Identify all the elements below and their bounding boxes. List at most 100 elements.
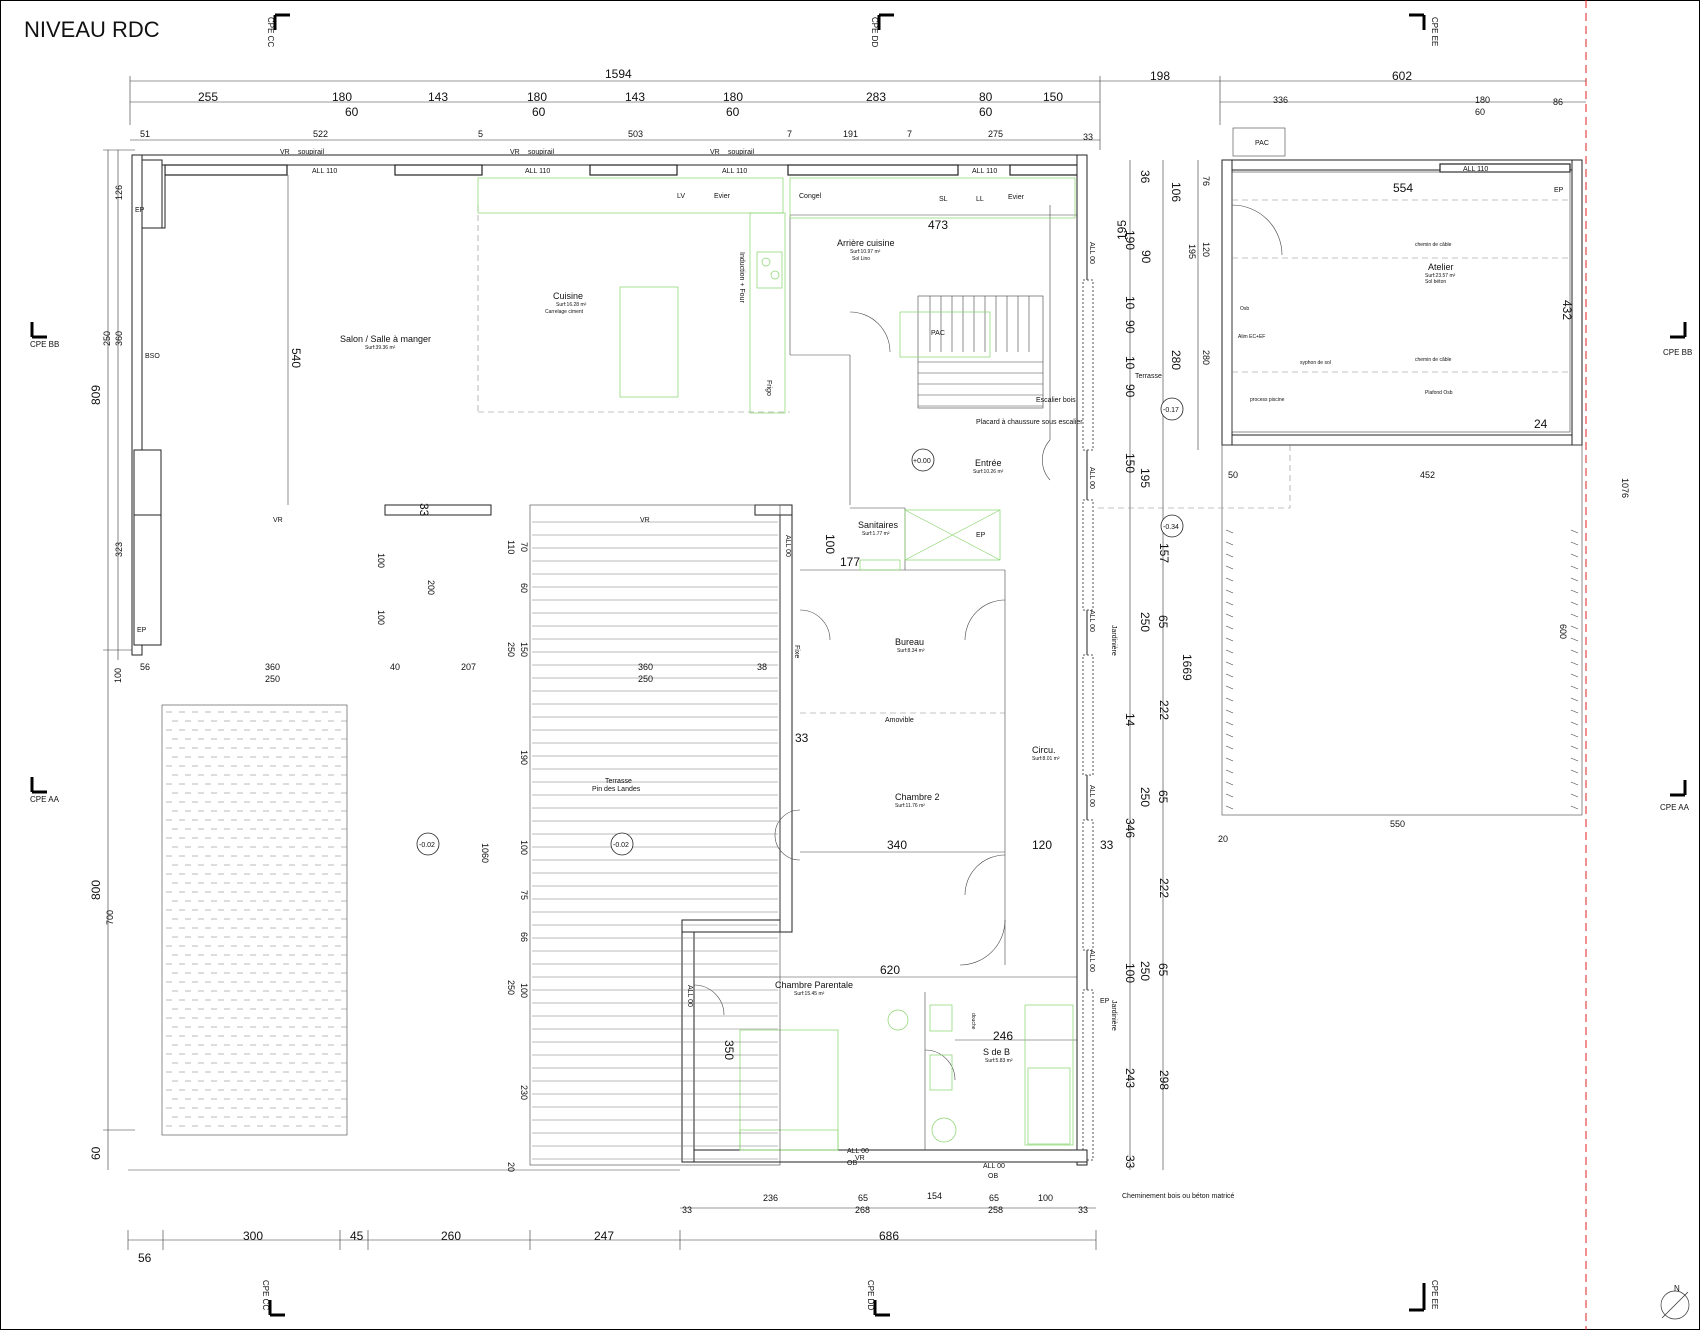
- label-amovible: Amovible: [885, 717, 914, 724]
- label-process: process piscine: [1250, 397, 1285, 403]
- window-label-all110-2: ALL 110: [525, 168, 550, 175]
- dim-annex-right-5: 432: [1560, 300, 1574, 320]
- room-atelier: Atelier Surf:23.57 m² Sol béton: [1425, 262, 1456, 285]
- label-frigo: Frigo: [765, 380, 772, 396]
- dim-top-6: 180: [723, 90, 743, 104]
- dim-left-inner-2: 360: [114, 331, 124, 346]
- post-mark: [1570, 577, 1579, 582]
- post-mark: [1570, 637, 1579, 642]
- section-marker-aa-left: CPE AA: [30, 777, 60, 804]
- label-chemin-cable-1: chemin de câble: [1415, 242, 1452, 248]
- kitchen-furniture: [477, 177, 1076, 414]
- dim-annex-1: 336: [1273, 95, 1288, 105]
- terrace-outline: [529, 504, 781, 1166]
- post-mark: [1225, 577, 1234, 582]
- dim-int-22: 250: [638, 674, 653, 684]
- dim-top-sub-1: 60: [345, 105, 359, 119]
- label-all00-bottom-2: ALL 00: [983, 1163, 1005, 1170]
- dim-top-1: 255: [198, 90, 218, 104]
- label-alim: Alim EC+EF: [1238, 334, 1265, 340]
- room-area-arriere-cuisine: Surf:10.97 m²: [850, 249, 881, 255]
- room-area-salon: Surf:39.36 m²: [365, 345, 396, 351]
- dim-inner-1: 51: [140, 129, 150, 139]
- label-vr-bottom: VR: [855, 1155, 865, 1162]
- dim-bottom-6: 686: [879, 1229, 899, 1243]
- dim-top-9: 150: [1043, 90, 1063, 104]
- room-name-bureau: Bureau: [895, 637, 924, 647]
- label-fixe: Fixe: [793, 645, 800, 658]
- dim-int-11: 246: [993, 1029, 1013, 1043]
- dim-right-5: 90: [1139, 250, 1153, 264]
- room-name-terrasse: Terrasse: [605, 778, 632, 785]
- dim-int-20: 250: [265, 674, 280, 684]
- svg-text:CPE DD: CPE DD: [870, 17, 879, 47]
- label-lv: LV: [677, 193, 685, 200]
- post-mark: [1570, 601, 1579, 606]
- dim-annex-right-2: 195: [1187, 244, 1197, 259]
- label-induction: Induction + Four: [738, 252, 745, 303]
- post-mark: [1225, 757, 1234, 762]
- dim-detail-4: 154: [927, 1191, 942, 1201]
- room-sanitaires: Sanitaires Surf:1.77 m²: [858, 520, 899, 537]
- dim-overall-top: 1594: [605, 67, 632, 81]
- svg-text:CPE DD: CPE DD: [866, 1280, 875, 1310]
- post-mark: [1570, 745, 1579, 750]
- dim-int-35: 190: [519, 750, 529, 765]
- dim-right-4: 195: [1115, 220, 1129, 240]
- room-circulation: Circu. Surf:8.01 m²: [1032, 745, 1060, 762]
- dim-top-5: 143: [625, 90, 645, 104]
- dim-int-12: 33: [795, 731, 809, 745]
- dim-right-28: 33: [1123, 1155, 1137, 1169]
- post-mark: [1570, 805, 1579, 810]
- label-ep-1: EP: [135, 207, 145, 214]
- post-mark: [1225, 805, 1234, 810]
- svg-text:N: N: [1674, 1284, 1680, 1293]
- dim-annex-top: 602: [1392, 69, 1412, 83]
- post-mark: [1570, 541, 1579, 546]
- dim-int-38: 66: [519, 932, 529, 942]
- label-congel: Congel: [799, 193, 822, 200]
- level-marker-jardin: -0.34: [1160, 514, 1184, 538]
- room-cuisine: Cuisine Surf:16.28 m² Carrelage ciment: [545, 291, 587, 315]
- room-area-chambre-2: Surf:11.76 m²: [895, 803, 925, 809]
- dim-int-8: 33: [1100, 838, 1114, 852]
- dim-int-14: 452: [1420, 470, 1435, 480]
- label-evier: Evier: [714, 193, 731, 200]
- dim-right-2: 106: [1169, 182, 1183, 202]
- room-terrasse: Terrasse Pin des Landes: [592, 778, 641, 793]
- label-all00-mid-2: ALL 00: [686, 985, 693, 1007]
- dim-right-14: 65: [1156, 615, 1170, 629]
- dim-int-30: 70: [519, 542, 529, 552]
- annex-cable-lines: [1232, 199, 1572, 373]
- dim-bottom-5: 247: [594, 1229, 614, 1243]
- dim-inner-5: 7: [787, 129, 792, 139]
- dim-int-23: 40: [390, 662, 400, 672]
- dim-detail-1: 33: [682, 1205, 692, 1215]
- room-salle-de-bain: S de B Surf:5.83 m²: [983, 1047, 1013, 1064]
- room-name-sanitaires: Sanitaires: [858, 520, 899, 530]
- dim-right-20: 250: [1138, 787, 1152, 807]
- dim-left-inner-3: 250: [102, 331, 112, 346]
- level-marker-terrasse-left: -0.02: [416, 832, 440, 856]
- dim-right-8: 10: [1123, 356, 1137, 370]
- dim-int-42: 20: [506, 1162, 516, 1172]
- label-ep-3: EP: [976, 532, 986, 539]
- dim-int-36: 100: [519, 840, 529, 855]
- label-all00-mid-1: ALL 00: [784, 535, 791, 557]
- dim-detail-9: 258: [988, 1205, 1003, 1215]
- dim-bottom-4: 260: [441, 1229, 461, 1243]
- dim-right-16: 1669: [1180, 654, 1194, 681]
- dim-top-sub-4: 60: [979, 105, 993, 119]
- label-bso: BSO: [145, 353, 160, 360]
- section-marker-dd-top: CPE DD: [870, 13, 894, 47]
- dim-int-3: 33: [417, 503, 431, 517]
- svg-text:-0.02: -0.02: [613, 842, 629, 849]
- label-ob-1: OB: [847, 1160, 857, 1167]
- post-mark: [1225, 613, 1234, 618]
- stair-hall-furniture: [899, 311, 991, 358]
- room-sub-terrasse: Pin des Landes: [592, 786, 641, 793]
- dim-int-5: 177: [840, 555, 860, 569]
- svg-text:CPE AA: CPE AA: [30, 795, 60, 804]
- svg-text:CPE EE: CPE EE: [1430, 1280, 1439, 1309]
- label-ep-5: EP: [1554, 187, 1564, 194]
